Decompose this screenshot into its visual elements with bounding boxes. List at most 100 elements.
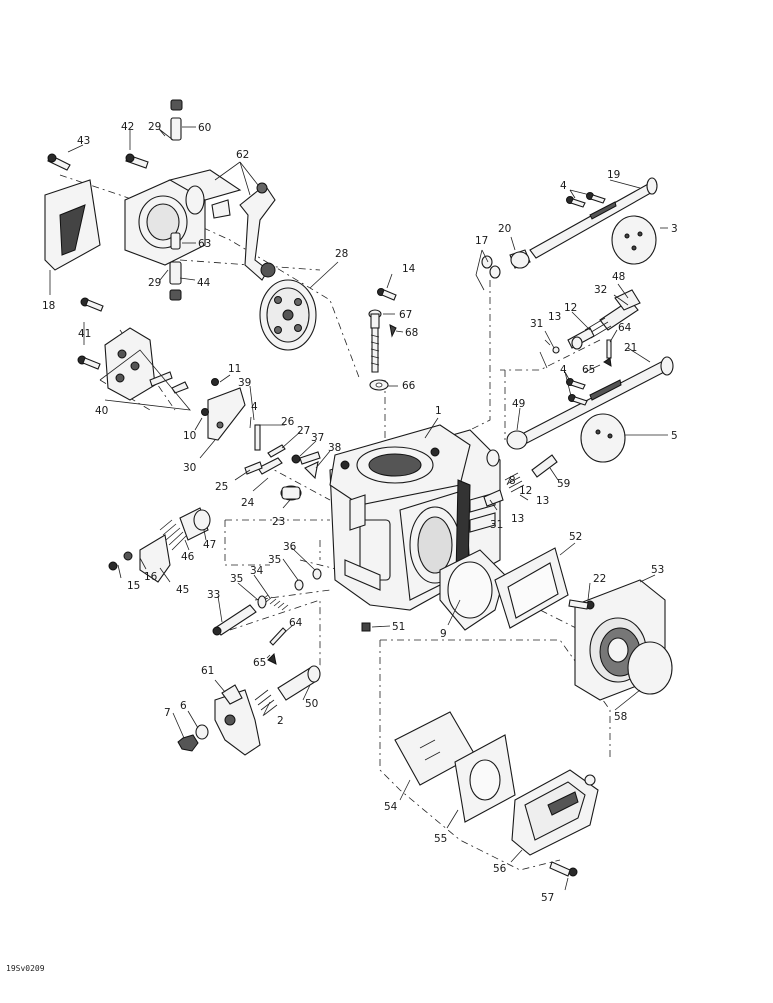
callout-4: 4 (560, 364, 567, 376)
callout-29: 29 (148, 277, 161, 289)
bushing-60-63 (169, 99, 183, 301)
callout-51: 51 (392, 621, 405, 633)
callout-64: 64 (289, 617, 303, 629)
callout-8: 8 (509, 475, 516, 487)
drawing-code: 19Sv0209 (6, 964, 45, 973)
screw-assembly-32 (584, 289, 641, 339)
callout-65: 65 (582, 364, 595, 376)
callout-25: 25 (215, 481, 228, 493)
throttle-shaft-19 (529, 177, 658, 259)
callout-61: 61 (201, 665, 214, 677)
callout-38: 38 (328, 442, 341, 454)
screw-42 (125, 153, 149, 169)
callout-67: 67 (399, 309, 412, 321)
washer-66 (369, 379, 389, 391)
callout-10: 10 (183, 430, 196, 442)
callout-27: 27 (297, 425, 310, 437)
callout-68: 68 (405, 327, 418, 339)
screw-33 (212, 604, 257, 636)
callout-52: 52 (569, 531, 582, 543)
screw-43 (47, 153, 71, 171)
screw-57 (549, 861, 578, 877)
callout-22: 22 (593, 573, 606, 585)
callout-35: 35 (268, 554, 281, 566)
callout-7: 7 (164, 707, 171, 719)
callout-57: 57 (541, 892, 554, 904)
callout-44: 44 (197, 277, 211, 289)
bushing-20 (509, 249, 531, 269)
callout-32: 32 (594, 284, 607, 296)
screw-41 (77, 297, 104, 370)
callout-11: 11 (228, 363, 241, 375)
callout-64: 64 (618, 322, 632, 334)
plate-52 (494, 547, 569, 629)
screws-4-top (566, 192, 606, 208)
callout-5: 5 (671, 430, 678, 442)
callout-23: 23 (272, 516, 285, 528)
callout-62: 62 (236, 149, 249, 161)
throttle-lever-62 (211, 182, 276, 281)
callout-59: 59 (557, 478, 570, 490)
callout-41: 41 (78, 328, 91, 340)
throttle-shaft-21 (519, 356, 674, 444)
callout-21: 21 (624, 342, 637, 354)
callout-60: 60 (198, 122, 211, 134)
callout-4: 4 (251, 401, 258, 413)
throttle-disk-5 (580, 413, 626, 463)
callout-54: 54 (384, 801, 398, 813)
diaphragm-58 (627, 641, 673, 695)
callout-16: 16 (144, 571, 158, 583)
callout-28: 28 (335, 248, 348, 260)
callout-36: 36 (283, 541, 297, 553)
callout-1: 1 (435, 405, 442, 417)
cover-56 (511, 769, 599, 856)
callout-37: 37 (311, 432, 324, 444)
callout-56: 56 (493, 863, 507, 875)
callout-47: 47 (203, 539, 216, 551)
diaphragm-28 (259, 279, 317, 351)
callout-29: 29 (148, 121, 161, 133)
air-intake-plate-18 (44, 179, 101, 271)
callout-2: 2 (277, 715, 284, 727)
callout-66: 66 (402, 380, 416, 392)
spring-2-bushing-50 (254, 665, 321, 716)
pin-64-top (603, 339, 612, 367)
throttle-disk-3 (611, 215, 657, 265)
callout-58: 58 (614, 711, 627, 723)
callout-45: 45 (176, 584, 189, 596)
callout-9: 9 (440, 628, 447, 640)
callout-31: 31 (530, 318, 543, 330)
screw-22 (568, 599, 595, 610)
callout-18: 18 (42, 300, 55, 312)
callout-33: 33 (207, 589, 220, 601)
callout-39: 39 (238, 377, 251, 389)
bushing-49 (486, 430, 528, 467)
parts-12-13-31 (552, 327, 595, 354)
spring-46 (159, 507, 211, 551)
callout-13: 13 (511, 513, 524, 525)
callout-49: 49 (512, 398, 525, 410)
cover-40 (104, 327, 189, 401)
leader-lines (49, 126, 668, 891)
callout-26: 26 (281, 416, 295, 428)
callout-14: 14 (402, 263, 416, 275)
callout-13: 13 (536, 495, 549, 507)
callout-30: 30 (183, 462, 196, 474)
bracket-30 (201, 378, 246, 441)
callout-31: 31 (490, 519, 503, 531)
callout-19: 19 (607, 169, 620, 181)
gasket-55 (454, 734, 516, 823)
long-screw-67 (368, 309, 382, 373)
callout-6: 6 (180, 700, 187, 712)
spring-washer-68 (389, 324, 397, 338)
screw-14 (377, 288, 397, 301)
callout-12: 12 (519, 485, 532, 497)
needle-valve-parts (244, 424, 321, 501)
callout-3: 3 (671, 223, 678, 235)
callout-35: 35 (230, 573, 243, 585)
callout-40: 40 (95, 405, 108, 417)
callout-50: 50 (305, 698, 318, 710)
lever-61 (214, 684, 261, 756)
spring-34-36 (257, 568, 322, 611)
